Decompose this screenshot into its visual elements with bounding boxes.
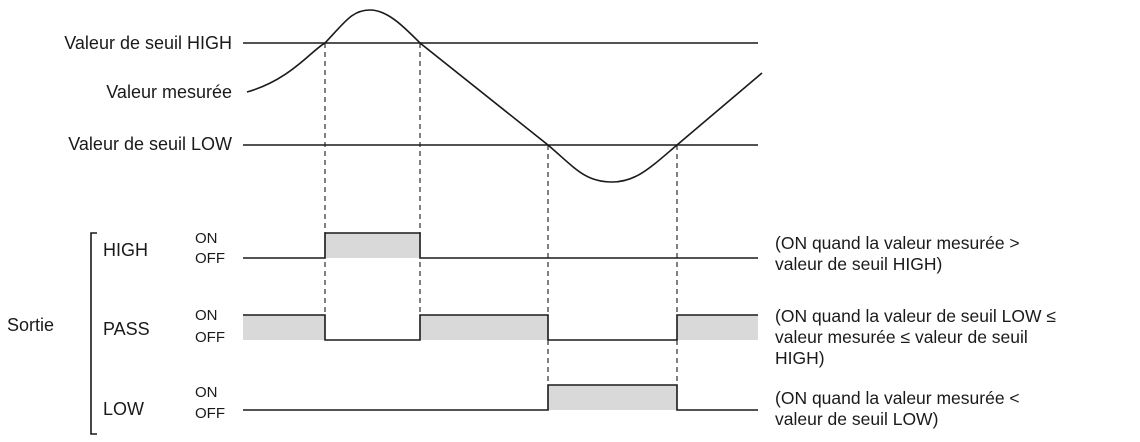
measured-value-curve bbox=[246, 9, 763, 183]
output-name-low: LOW bbox=[103, 399, 144, 419]
off-label-pass: OFF bbox=[195, 329, 225, 346]
threshold-high-label: Valeur de seuil HIGH bbox=[64, 33, 232, 53]
pass-description-line-1: (ON quand la valeur de seuil LOW ≤ bbox=[775, 306, 1056, 326]
low-output-signal bbox=[243, 384, 758, 411]
output-name-pass: PASS bbox=[103, 319, 150, 339]
output-group-label: Sortie bbox=[7, 315, 54, 335]
pass-output-signal bbox=[243, 314, 758, 341]
pass-description-line-3: HIGH) bbox=[775, 348, 825, 368]
off-label-high: OFF bbox=[195, 250, 225, 267]
pass-on-fill-2 bbox=[420, 315, 548, 340]
low-description-line-1: (ON quand la valeur mesurée < bbox=[775, 388, 1020, 408]
high-output-signal bbox=[243, 232, 758, 259]
low-description-line-2: valeur de seuil LOW) bbox=[775, 409, 938, 429]
output-group-bracket bbox=[90, 232, 97, 435]
pass-description-line-2: valeur mesurée ≤ valeur de seuil bbox=[775, 327, 1028, 347]
pass-on-fill-3 bbox=[677, 315, 758, 340]
on-label-low: ON bbox=[195, 384, 218, 401]
threshold-low-label: Valeur de seuil LOW bbox=[68, 134, 232, 154]
off-label-low: OFF bbox=[195, 405, 225, 422]
output-name-high: HIGH bbox=[103, 240, 148, 260]
high-description-line-2: valeur de seuil HIGH) bbox=[775, 254, 942, 274]
on-label-high: ON bbox=[195, 230, 218, 247]
measured-value-label: Valeur mesurée bbox=[106, 82, 232, 102]
pass-on-fill-1 bbox=[243, 315, 325, 340]
high-description-line-1: (ON quand la valeur mesurée > bbox=[775, 233, 1020, 253]
high-on-fill bbox=[325, 233, 420, 258]
low-on-fill bbox=[548, 385, 677, 410]
on-label-pass: ON bbox=[195, 307, 218, 324]
